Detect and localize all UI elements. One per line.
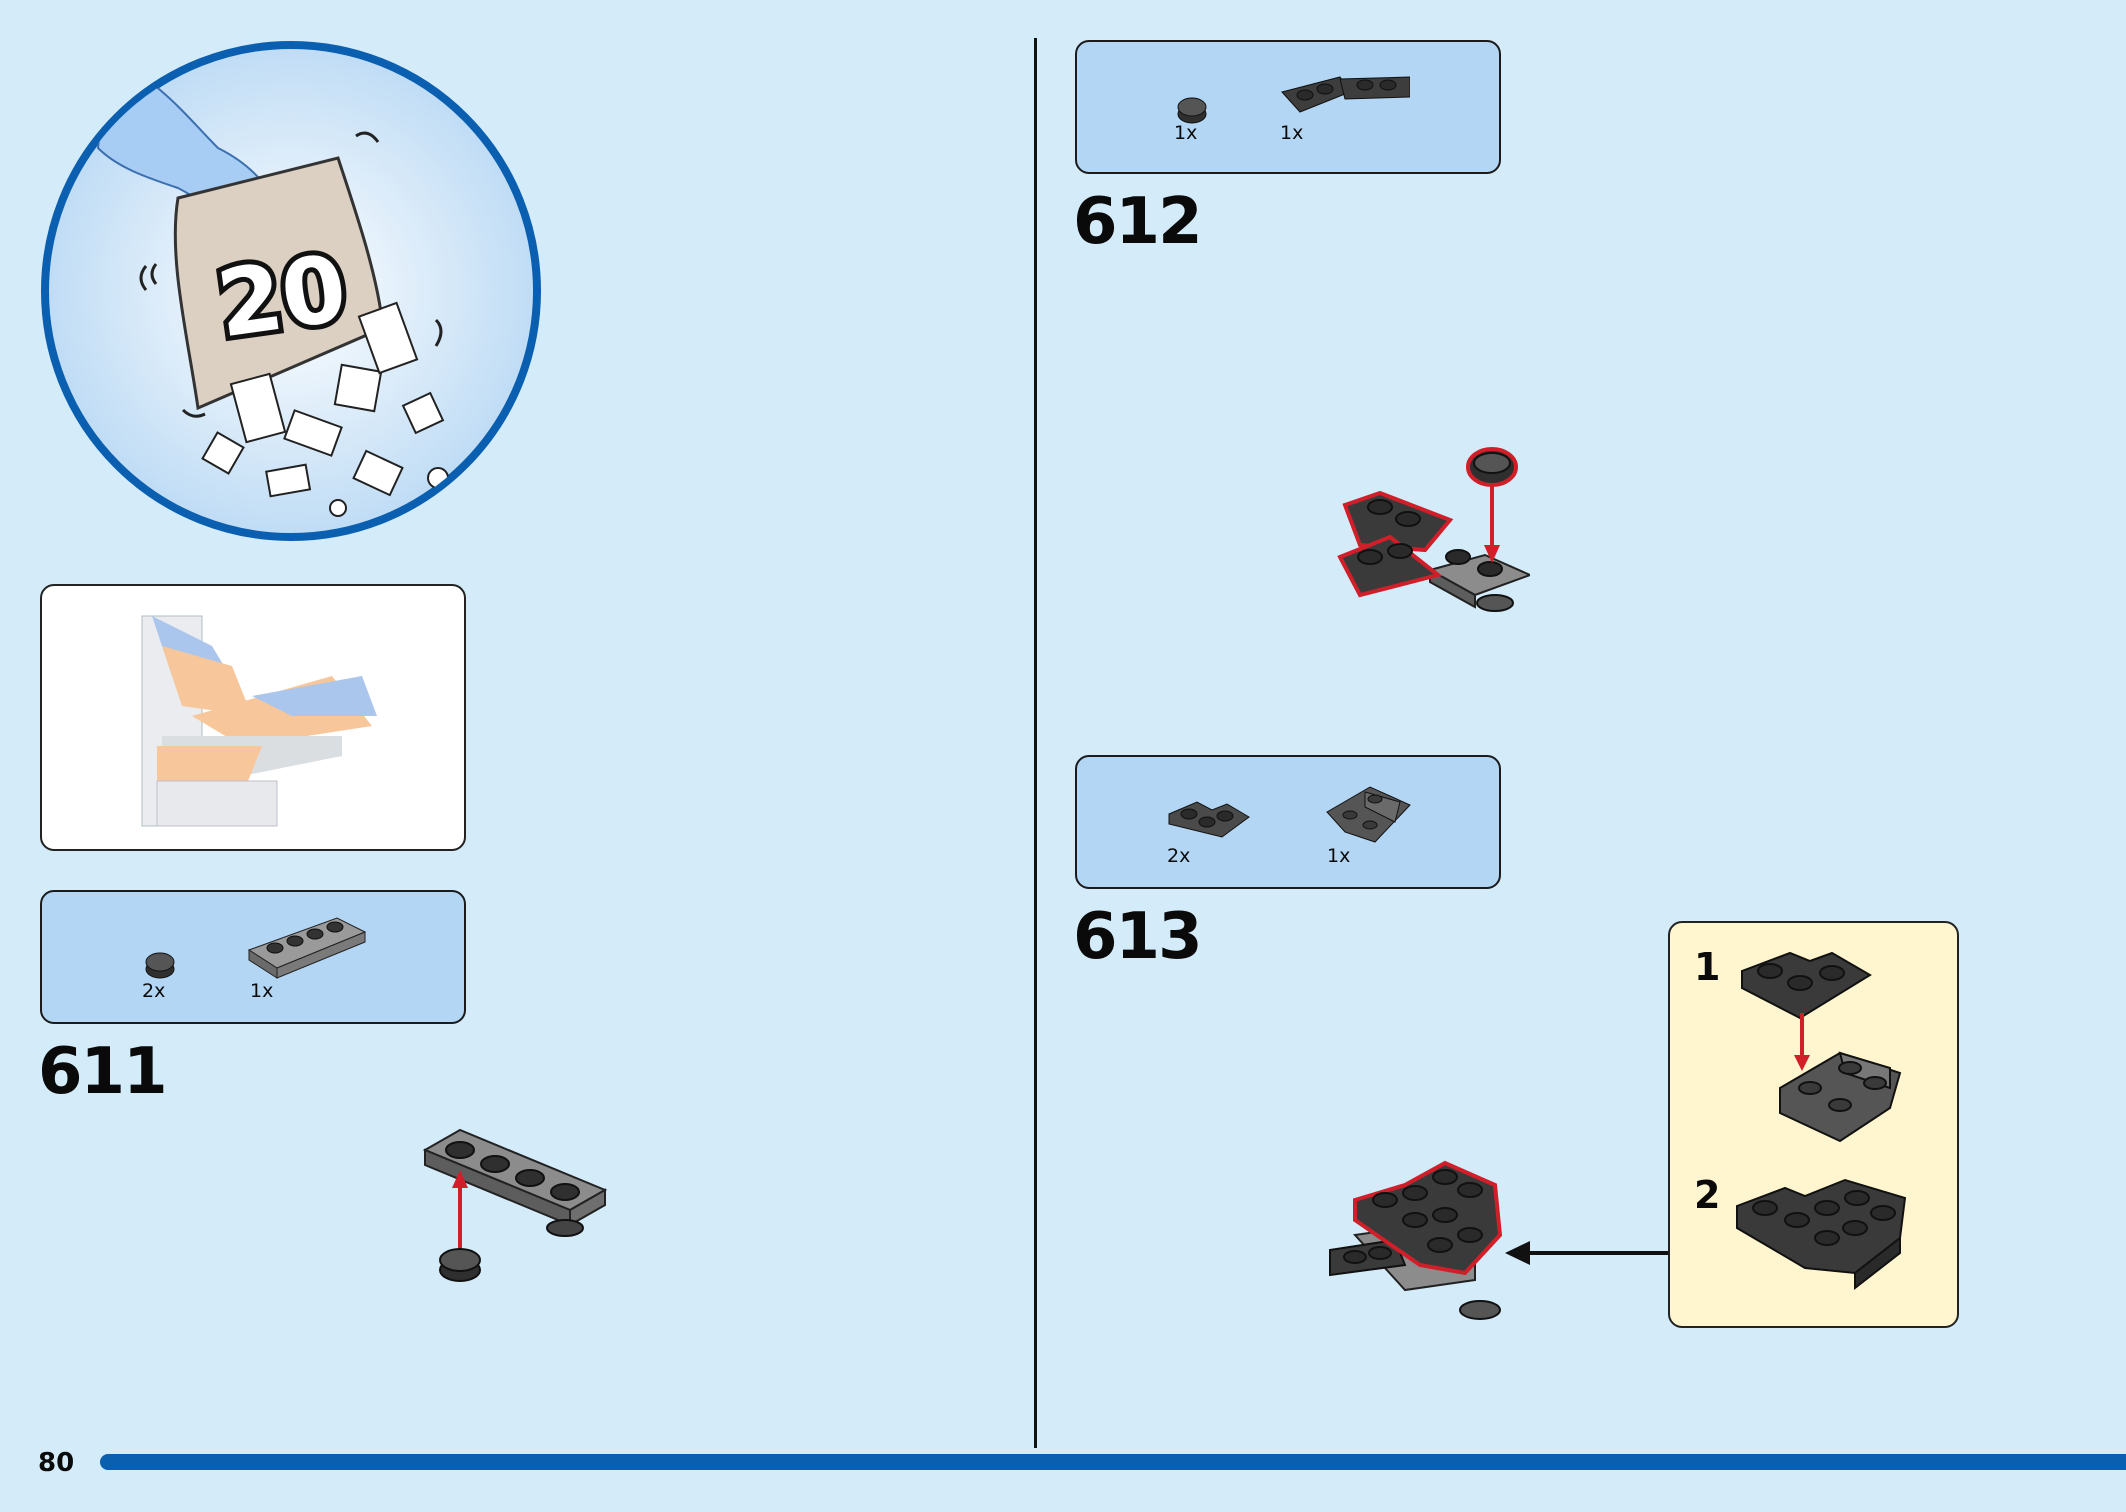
step-number-611: 611 (38, 1035, 168, 1109)
model-preview-image (141, 615, 377, 827)
qty-label: 2x (142, 980, 166, 1002)
bag-illustration-icon (41, 41, 541, 541)
qty-label: 1x (250, 980, 274, 1002)
round-plate-icon (1177, 97, 1207, 124)
corner-plate-icon (1168, 801, 1250, 838)
parts-list-612: 1x 1x (1075, 40, 1501, 174)
qty-label: 1x (1174, 122, 1198, 144)
curved-slope-icon (1326, 786, 1411, 843)
substep-number-1: 1 (1694, 945, 1721, 989)
page-number: 80 (38, 1448, 75, 1478)
step-612-build-image (1337, 447, 1530, 612)
bag-number: 20 (206, 230, 358, 364)
wedge-plate-icon (1281, 76, 1410, 113)
model-preview-box (40, 584, 466, 851)
progress-bar (100, 1454, 2126, 1470)
parts-list-613: 2x 1x (1075, 755, 1501, 889)
bag-badge: 20 (38, 38, 544, 544)
substep-2-image (1736, 1178, 1907, 1291)
substep-number-2: 2 (1694, 1173, 1721, 1217)
page-divider (1034, 38, 1037, 1448)
qty-label: 2x (1167, 845, 1191, 867)
substep-1-image (1741, 951, 1902, 1143)
parts-list-611: 2x 1x (40, 890, 466, 1024)
step-613-build-image (1329, 1160, 1670, 1320)
qty-label: 1x (1327, 845, 1351, 867)
round-plate-icon (145, 952, 175, 979)
qty-label: 1x (1280, 122, 1304, 144)
subassembly-box: 1 2 (1668, 921, 1959, 1328)
step-number-612: 612 (1073, 185, 1203, 259)
plate-1x4-icon (247, 917, 367, 979)
step-number-613: 613 (1073, 900, 1203, 974)
step-611-build-image (422, 1128, 608, 1282)
